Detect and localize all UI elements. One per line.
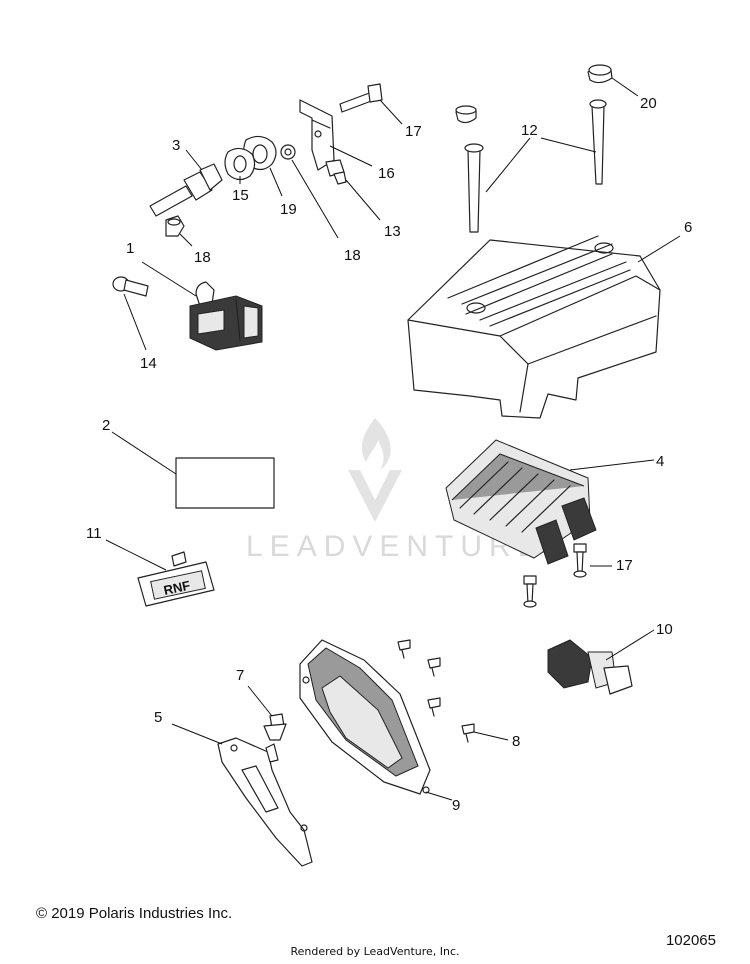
part-9-ecu: 9 <box>299 639 460 814</box>
part-13-screw: 13 <box>325 159 401 240</box>
part-20-cap: 20 <box>587 64 657 112</box>
part-4-voltage-regulator: 4 <box>445 439 664 565</box>
watermark-logo-icon <box>348 418 402 522</box>
callout-8: 8 <box>512 733 520 750</box>
callout-11: 11 <box>86 525 102 542</box>
part-1-map-sensor: 1 <box>126 240 263 351</box>
rnf-text: RNF <box>162 578 191 598</box>
part-11-rnf-switch: RNF 11 <box>86 525 215 607</box>
callout-7: 7 <box>236 667 244 684</box>
part-8-screws: 8 <box>397 639 520 750</box>
callout-3: 3 <box>172 137 180 154</box>
part-14-bolt: 14 <box>112 276 157 372</box>
figure-number: 102065 <box>665 932 716 949</box>
part-2-label: 2 <box>102 417 275 509</box>
part-4-bolt <box>523 575 537 608</box>
callout-14: 14 <box>140 355 157 372</box>
callout-1: 1 <box>126 240 134 257</box>
part-12-long-screws: 12 <box>464 99 607 233</box>
callout-2: 2 <box>102 417 110 434</box>
part-17-bolt-lower: 17 <box>573 543 633 578</box>
part-15-spacer: 15 <box>224 147 256 204</box>
part-7-push-rivet: 7 <box>236 667 287 741</box>
part-16-bracket: 16 <box>299 99 395 182</box>
rendered-by-text: Rendered by LeadVenture, Inc. <box>290 945 460 958</box>
callout-17-top: 17 <box>405 123 422 140</box>
callout-18-lower: 18 <box>194 249 211 266</box>
part-cap-small <box>455 105 477 124</box>
callout-9: 9 <box>452 797 460 814</box>
copyright-text: © 2019 Polaris Industries Inc. <box>36 905 233 922</box>
callout-4: 4 <box>656 453 664 470</box>
callout-12: 12 <box>521 122 538 139</box>
callout-15: 15 <box>232 187 249 204</box>
part-17-bolt-top: 17 <box>339 83 422 140</box>
callout-20: 20 <box>640 95 657 112</box>
callout-18-upper: 18 <box>344 247 361 264</box>
part-18-nut: 18 <box>165 215 211 266</box>
part-5-bracket: 5 <box>154 709 313 867</box>
callout-10: 10 <box>656 621 673 638</box>
part-3-temp-sensor: 3 <box>149 137 223 217</box>
callout-6: 6 <box>684 219 692 236</box>
callout-16: 16 <box>378 165 395 182</box>
callout-5: 5 <box>154 709 162 726</box>
callout-19: 19 <box>280 201 297 218</box>
part-18-washer: 18 <box>280 144 361 264</box>
part-6-cover: 6 <box>407 219 692 419</box>
part-10-connector: 10 <box>547 621 673 695</box>
callout-13: 13 <box>384 223 401 240</box>
callout-17-lower: 17 <box>616 557 633 574</box>
